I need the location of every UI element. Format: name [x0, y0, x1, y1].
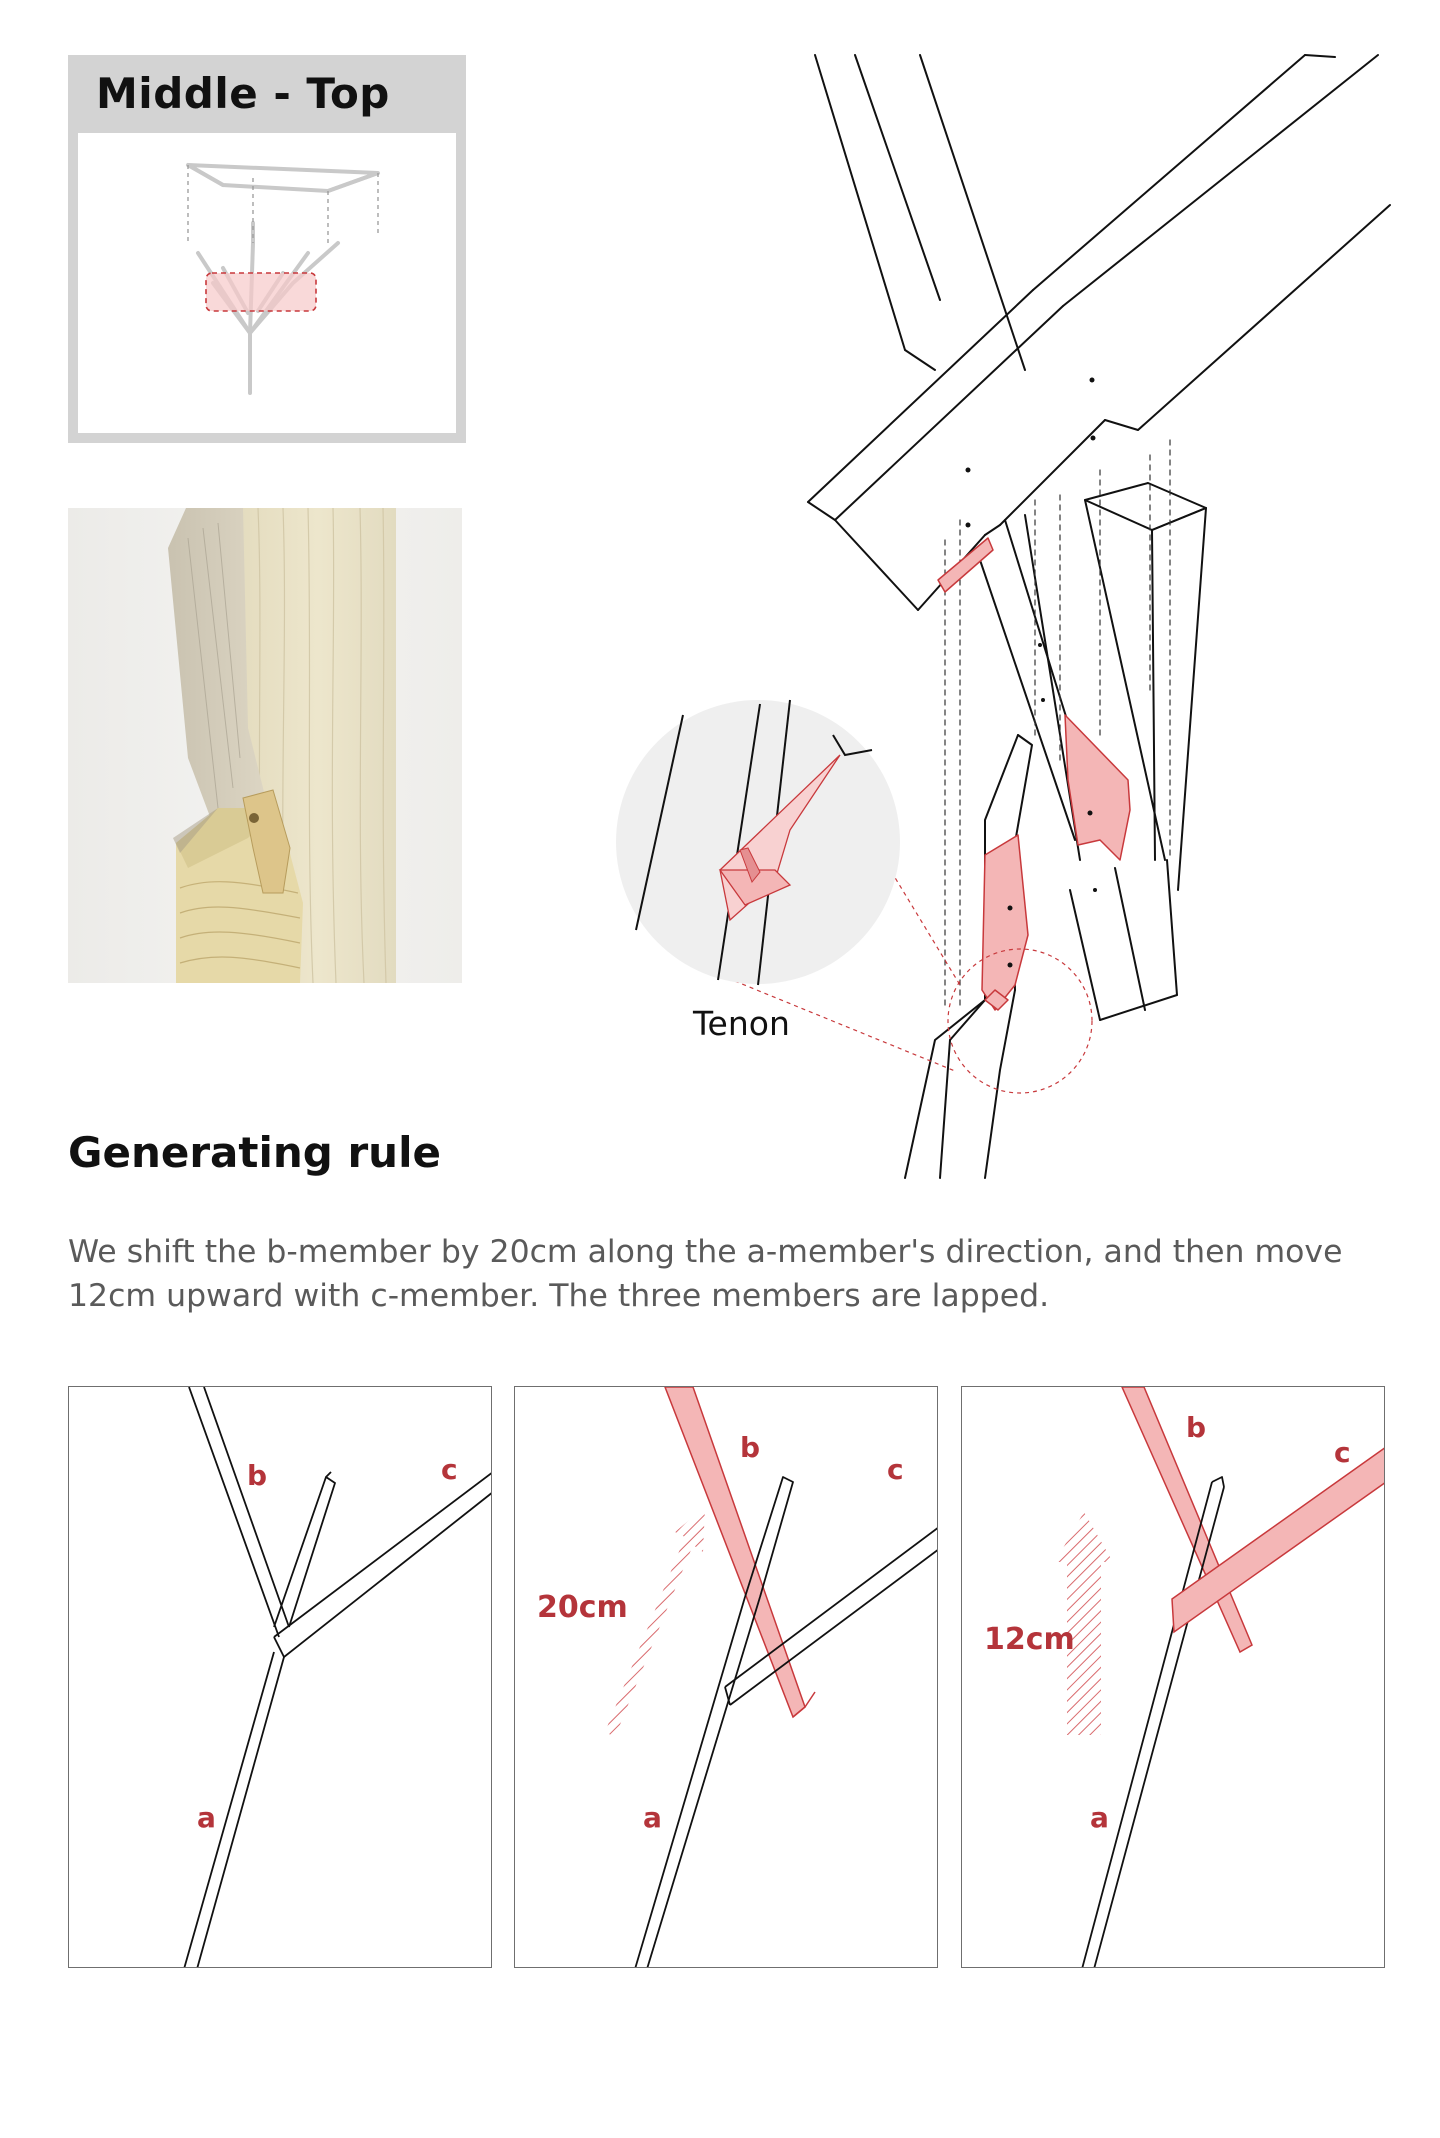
label-c: c: [1334, 1436, 1351, 1469]
label-b: b: [740, 1431, 760, 1464]
exploded-joint-axonometric: [616, 54, 1391, 1179]
lap-surfaces: [937, 537, 1131, 1011]
shift-arrow-diagonal: [605, 1507, 705, 1737]
member-a: [1081, 1481, 1213, 1967]
step-panel-1: b c a: [68, 1386, 492, 1968]
step-3-diagram: b c a 12cm: [984, 1387, 1384, 1967]
member-c: [724, 1527, 937, 1688]
keyplan-card: Middle - Top: [68, 55, 466, 443]
tenon-callout: [616, 699, 1093, 1094]
rule-text-line-1: We shift the b-member by 20cm along the …: [68, 1234, 1343, 1270]
rule-description: We shift the b-member by 20cm along the …: [68, 1230, 1388, 1318]
tenon-label: Tenon: [693, 1004, 790, 1043]
keyplan-structure-sketch: [186, 163, 380, 395]
step-panel-2: b c a 20cm: [514, 1386, 938, 1968]
member-b: [188, 1387, 280, 1638]
label-a: a: [197, 1801, 216, 1834]
label-b: b: [1186, 1411, 1206, 1444]
keyplan-highlight-region: [205, 272, 317, 312]
projection-lines: [944, 439, 1171, 1011]
peg-holes: [965, 377, 1097, 968]
shift-label: 12cm: [984, 1622, 1075, 1657]
rule-text-line-2: 12cm upward with c-member. The three mem…: [68, 1278, 1050, 1314]
label-c: c: [441, 1453, 458, 1486]
right-member: [1069, 482, 1207, 1021]
step-2-diagram: b c a 20cm: [537, 1387, 937, 1967]
top-beam: [807, 54, 1391, 611]
label-c: c: [887, 1453, 904, 1486]
member-c: [273, 1472, 491, 1638]
keyplan-title: Middle - Top: [96, 69, 390, 118]
label-a: a: [1090, 1801, 1109, 1834]
shift-label: 20cm: [537, 1590, 628, 1625]
member-a: [634, 1596, 746, 1967]
label-b: b: [247, 1459, 267, 1492]
keyplan-drawing: [78, 133, 456, 433]
label-a: a: [643, 1801, 662, 1834]
member-c-lifted: [1171, 1447, 1384, 1634]
member-a: [183, 1651, 275, 1967]
wood-joint-photo: [68, 508, 462, 983]
step-panel-3: b c a 12cm: [961, 1386, 1385, 1968]
section-heading: Generating rule: [68, 1128, 441, 1177]
upper-column: [814, 54, 1026, 371]
step-1-diagram: b c a: [183, 1387, 491, 1967]
shift-arrow-vertical: [1055, 1512, 1113, 1735]
